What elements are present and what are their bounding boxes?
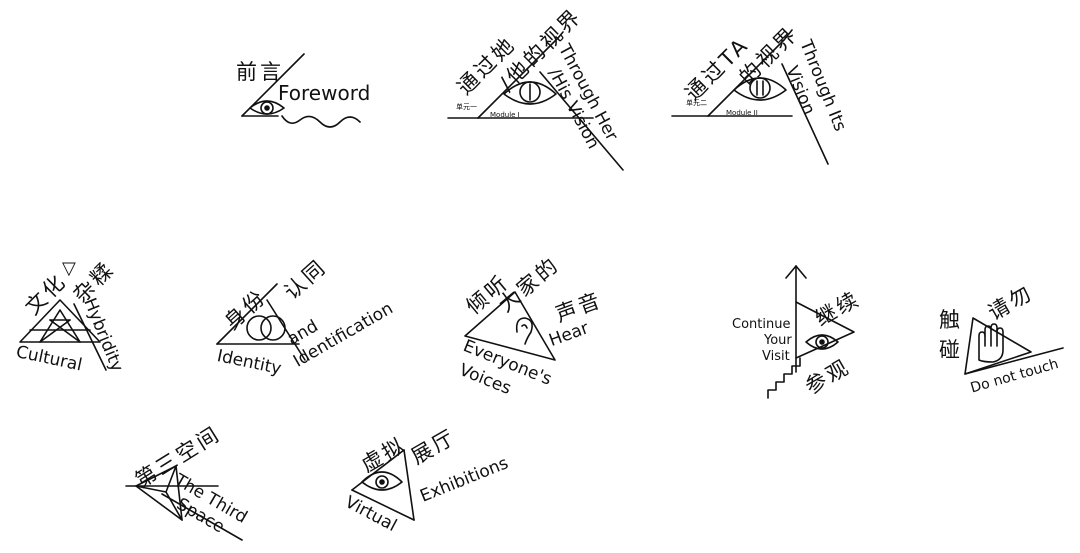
triangle-icon (19, 299, 101, 343)
identity-sign: 身份 认同 Identity and Identification (215, 254, 400, 379)
foreword-en: Foreword (278, 81, 371, 105)
stairs-icon (767, 357, 801, 399)
continue-en-line2: Your (764, 333, 792, 348)
ear-icon (515, 317, 533, 345)
module-two-tag-zh: 单元二 (686, 99, 707, 107)
voices-sign: 倾听 大家的 声音 Everyone's Voices Hear (455, 252, 620, 399)
hybridity-sign: 文化 杂糅 ▽ Cultural Hybridity (14, 256, 144, 396)
triangle-icon (464, 291, 556, 361)
eye-icon (361, 471, 403, 491)
eye-icon (805, 334, 839, 350)
hand-icon (978, 323, 1004, 363)
foreword-sign: 前言 Foreword (230, 50, 390, 130)
virtual-sign: 虚拟 展厅 Virtual Exhibitions (342, 420, 523, 536)
module-one-graphic (447, 31, 624, 171)
no-touch-zh-line3: 碰 (939, 338, 963, 362)
continue-en-line3: Visit (762, 349, 790, 364)
third-space-graphic (125, 465, 243, 541)
module-one-tag-zh: 单元一 (456, 103, 477, 111)
arrow-up-icon (785, 265, 807, 373)
triangle-icon (135, 465, 183, 521)
no-touch-zh-line2: 触 (939, 308, 963, 332)
continue-visit-sign: Continue Your Visit 继续 参观 (728, 262, 868, 402)
venn-icon (246, 315, 286, 341)
foreword-zh: 前言 (236, 60, 284, 84)
triangle-icon (964, 317, 1032, 375)
module-two-graphic (671, 29, 829, 165)
module-two-tag-en: Module II (726, 109, 758, 117)
no-touch-sign: 请勿 触 碰 Do not touch (935, 270, 1075, 400)
third-space-sign: 第三空间 The Third Space (122, 420, 282, 545)
no-touch-graphic (964, 317, 1064, 375)
hybridity-graphic (19, 299, 107, 371)
module-one-tag-en: Module I (490, 111, 520, 119)
continue-en-line1: Continue (732, 317, 791, 332)
eye-icon (249, 100, 285, 115)
voices-graphic (464, 291, 556, 361)
identity-graphic (216, 283, 306, 361)
eye-icon (733, 77, 787, 101)
eye-icon (503, 81, 557, 105)
continue-visit-graphic (767, 265, 855, 399)
hybridity-symbol: ▽ (62, 258, 76, 279)
module-one-sign: 通过她 /他的视界 单元一 Module I Through Her /His … (447, 4, 638, 172)
foreword-graphic (241, 53, 361, 128)
virtual-graphic (351, 449, 415, 521)
waves-icon (281, 115, 361, 128)
module-two-sign: 通过TA 的视界 单元二 Module II Through Its Visio… (671, 20, 862, 170)
